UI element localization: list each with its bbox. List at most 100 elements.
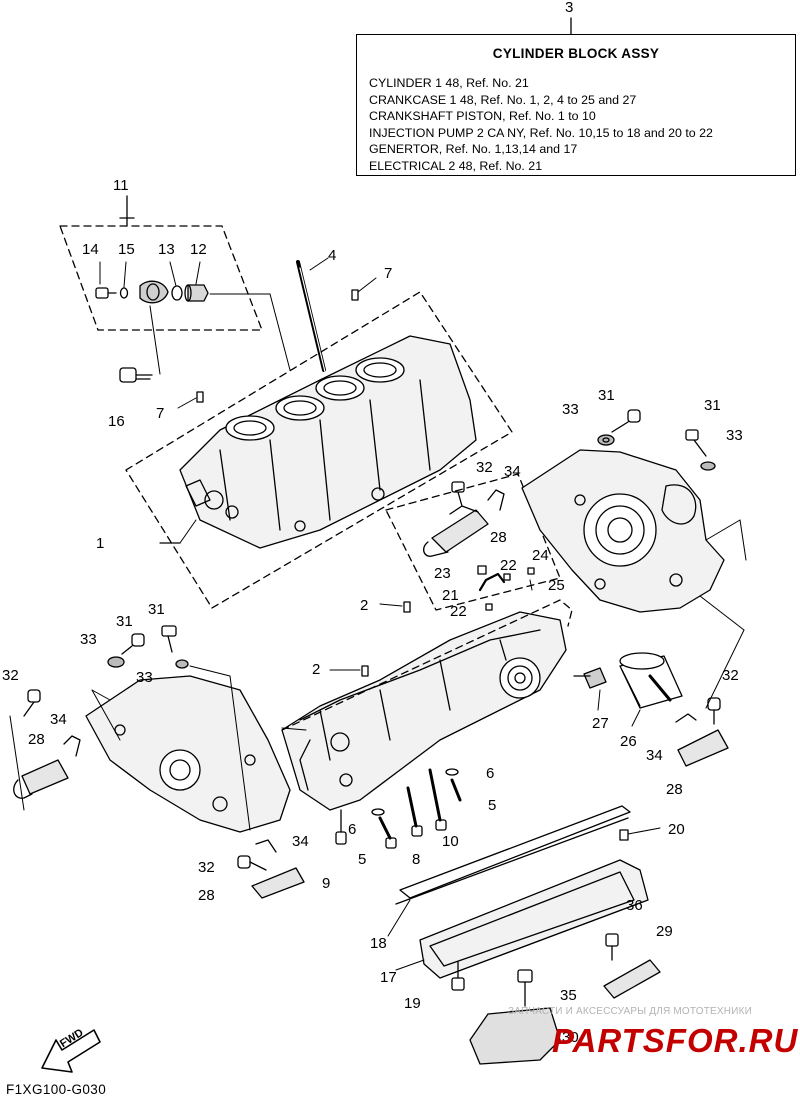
callout: 16	[108, 413, 125, 430]
part-2-dowel-b	[361, 665, 369, 677]
part-4-stud	[296, 260, 327, 377]
part-32-bolt-left	[23, 689, 41, 717]
callout: 13	[158, 241, 175, 258]
part-9-bolt	[335, 809, 347, 845]
part-29-cover	[603, 959, 661, 999]
part-23-screw	[477, 565, 487, 575]
part-19-bolt	[451, 961, 465, 991]
part-31-bolt-right-a	[611, 409, 641, 433]
callout: 25	[548, 577, 565, 594]
generator-cover-right	[521, 449, 725, 613]
info-line: GENERTOR, Ref. No. 1,13,14 and 17	[369, 142, 578, 157]
callout: 31	[148, 601, 165, 618]
callout: 22	[500, 557, 517, 574]
cylinder-block-upper	[179, 335, 477, 549]
part-6-washer-a	[371, 808, 385, 816]
callout: 12	[190, 241, 207, 258]
part-16-bolt	[119, 367, 153, 383]
callout: 15	[118, 241, 135, 258]
callout: 32	[722, 667, 739, 684]
part-28-bracket-lower-left	[251, 867, 305, 899]
part-28-bracket-right	[677, 729, 729, 767]
callout: 28	[666, 781, 683, 798]
callout: 8	[412, 851, 421, 868]
callout: 28	[198, 887, 215, 904]
part-24-plug	[527, 567, 535, 575]
part-30-box	[469, 1007, 561, 1065]
part-12-plug	[184, 284, 209, 302]
part-15-washer	[119, 287, 129, 299]
part-27-fitting	[573, 667, 607, 689]
part-7-dowel-upper	[351, 289, 359, 301]
callout: 2	[360, 597, 369, 614]
part-17-oil-pan	[419, 859, 649, 979]
part-10-bolt	[428, 768, 447, 831]
callout: 33	[80, 631, 97, 648]
part-26-oil-filter	[619, 652, 683, 709]
part-34-clip-left	[63, 735, 81, 757]
callout: 18	[370, 935, 387, 952]
callout: 31	[116, 613, 133, 630]
part-36-bolt	[605, 933, 619, 961]
part-22-washer-a	[503, 573, 511, 581]
callout: 7	[156, 405, 165, 422]
lower-case-dashed	[281, 599, 573, 731]
callout: 10	[442, 833, 459, 850]
part-31-bolt-left-b	[161, 625, 177, 653]
part-5-bolt-b	[450, 778, 462, 802]
part-33-washer-right-a	[597, 434, 615, 446]
group-11-outline	[59, 225, 263, 331]
fwd-arrow	[41, 1029, 101, 1073]
callout: 34	[646, 747, 663, 764]
callout: 5	[358, 851, 367, 868]
part-34-clip-right	[675, 713, 697, 723]
callout: 28	[490, 529, 507, 546]
callout: 27	[592, 715, 609, 732]
callout: 22	[450, 603, 467, 620]
part-20-dowel	[619, 829, 629, 841]
callout: 32	[476, 459, 493, 476]
callout: 32	[2, 667, 19, 684]
part-15-fitting	[139, 280, 169, 304]
callout: 6	[486, 765, 495, 782]
callout: 28	[28, 731, 45, 748]
callout: 2	[312, 661, 321, 678]
part-5-bolt-a	[378, 816, 397, 849]
watermark-caption: ЗАПЧАСТИ И АКСЕССУАРЫ ДЛЯ МОТОТЕХНИКИ	[508, 1006, 753, 1017]
part-34-clip-upper	[487, 489, 505, 511]
cylinder-block-assy-box: CYLINDER BLOCK ASSY CYLINDER 1 48, Ref. …	[356, 34, 796, 176]
info-line: CRANKSHAFT PISTON, Ref. No. 1 to 10	[369, 109, 596, 124]
part-31-bolt-left-a	[121, 633, 145, 655]
info-line: INJECTION PUMP 2 CA NY, Ref. No. 10,15 t…	[369, 125, 713, 140]
part-2-dowel-a	[403, 601, 411, 613]
part-32-bolt-upper	[451, 481, 465, 507]
part-13-seal	[171, 285, 183, 301]
part-35-bolt	[517, 969, 533, 1007]
callout: 33	[726, 427, 743, 444]
callout: 31	[598, 387, 615, 404]
part-21-pipe	[478, 572, 506, 592]
callout: 17	[380, 969, 397, 986]
part-7-dowel-lower	[196, 391, 204, 403]
watermark-site: PARTSFOR.RU	[552, 1022, 799, 1059]
callout-3: 3	[565, 0, 574, 16]
callout: 23	[434, 565, 451, 582]
info-line: CRANKCASE 1 48, Ref. No. 1, 2, 4 to 25 a…	[369, 92, 637, 107]
callout: 32	[198, 859, 215, 876]
callout: 29	[656, 923, 673, 940]
callout: 4	[328, 247, 337, 264]
part-31-bolt-right-b	[685, 429, 707, 457]
generator-cover-left	[85, 675, 291, 833]
part-28-bracket-upper	[422, 505, 489, 557]
part-28-bracket-left	[13, 759, 69, 799]
part-33-washer-left-a	[107, 656, 125, 668]
part-14-bolt	[95, 287, 117, 299]
part-22-washer-b	[485, 603, 493, 611]
info-line: CYLINDER 1 48, Ref. No. 21	[369, 76, 529, 90]
callout: 7	[384, 265, 393, 282]
callout: 1	[96, 535, 105, 552]
callout: 35	[560, 987, 577, 1004]
right-bracket-dashed	[385, 473, 561, 611]
callout: 34	[50, 711, 67, 728]
